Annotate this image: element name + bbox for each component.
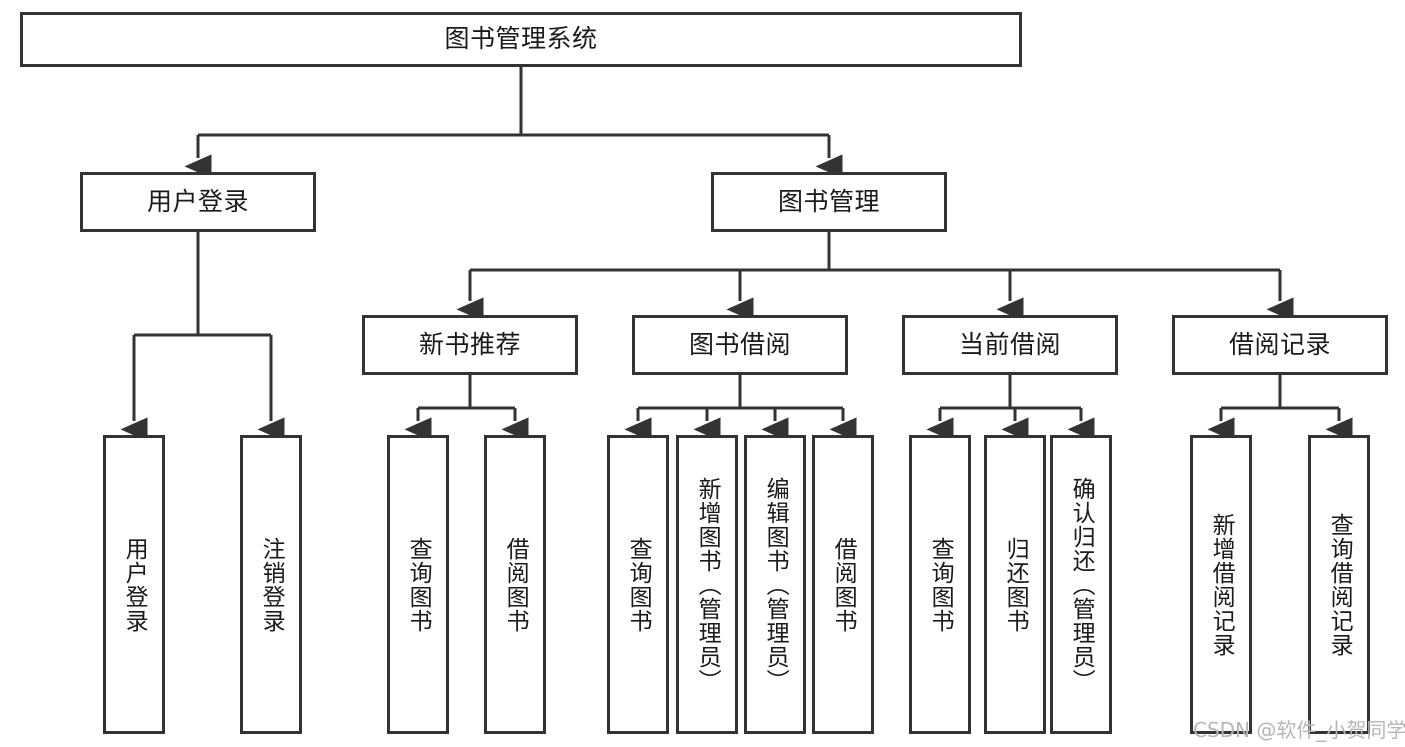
node-leaf-query-book-1[interactable]: 查询图书 xyxy=(387,435,449,734)
node-leaf-query-book-2[interactable]: 查询图书 xyxy=(607,435,669,734)
node-leaf-edit-book-label: 编辑图书（管理员） xyxy=(762,476,789,693)
node-leaf-add-book[interactable]: 新增图书（管理员） xyxy=(676,435,738,734)
node-leaf-return-book[interactable]: 归还图书 xyxy=(984,435,1046,734)
node-leaf-confirm-return[interactable]: 确认归还（管理员） xyxy=(1050,435,1112,734)
node-leaf-add-borrow-record[interactable]: 新增借阅记录 xyxy=(1190,435,1252,734)
node-leaf-user-login-label: 用户登录 xyxy=(121,536,148,633)
node-new-book-recommend-label: 新书推荐 xyxy=(418,329,521,359)
node-book-manage[interactable]: 图书管理 xyxy=(711,172,947,232)
node-book-borrow-label: 图书借阅 xyxy=(688,329,791,359)
node-leaf-query-book-1-label: 查询图书 xyxy=(405,536,432,633)
node-root-label: 图书管理系统 xyxy=(444,24,598,54)
node-user-login[interactable]: 用户登录 xyxy=(80,172,316,232)
node-leaf-borrow-book-2-label: 借阅图书 xyxy=(830,536,857,633)
node-borrow-record[interactable]: 借阅记录 xyxy=(1172,315,1388,375)
node-leaf-user-logout-label: 注销登录 xyxy=(258,536,285,633)
node-leaf-add-book-label: 新增图书（管理员） xyxy=(694,476,721,693)
node-leaf-confirm-return-label: 确认归还（管理员） xyxy=(1068,476,1095,693)
node-root[interactable]: 图书管理系统 xyxy=(20,12,1022,67)
node-leaf-return-book-label: 归还图书 xyxy=(1002,536,1029,633)
node-leaf-query-book-3-label: 查询图书 xyxy=(927,536,954,633)
node-leaf-borrow-book-1-label: 借阅图书 xyxy=(502,536,529,633)
node-leaf-user-login[interactable]: 用户登录 xyxy=(103,435,165,734)
node-leaf-edit-book[interactable]: 编辑图书（管理员） xyxy=(744,435,806,734)
node-book-borrow[interactable]: 图书借阅 xyxy=(632,315,848,375)
node-new-book-recommend[interactable]: 新书推荐 xyxy=(362,315,578,375)
node-borrow-record-label: 借阅记录 xyxy=(1228,329,1331,359)
node-leaf-query-book-3[interactable]: 查询图书 xyxy=(909,435,971,734)
node-book-manage-label: 图书管理 xyxy=(777,186,880,216)
node-leaf-query-borrow-record[interactable]: 查询借阅记录 xyxy=(1308,435,1370,734)
node-leaf-query-book-2-label: 查询图书 xyxy=(625,536,652,633)
watermark-text: CSDN @软件_小贺同学 xyxy=(1193,718,1405,742)
node-current-borrow[interactable]: 当前借阅 xyxy=(902,315,1118,375)
node-leaf-borrow-book-1[interactable]: 借阅图书 xyxy=(484,435,546,734)
node-current-borrow-label: 当前借阅 xyxy=(958,329,1061,359)
node-user-login-label: 用户登录 xyxy=(146,186,249,216)
node-leaf-user-logout[interactable]: 注销登录 xyxy=(240,435,302,734)
node-leaf-borrow-book-2[interactable]: 借阅图书 xyxy=(812,435,874,734)
node-leaf-query-borrow-record-label: 查询借阅记录 xyxy=(1326,512,1353,657)
node-leaf-add-borrow-record-label: 新增借阅记录 xyxy=(1208,512,1235,657)
